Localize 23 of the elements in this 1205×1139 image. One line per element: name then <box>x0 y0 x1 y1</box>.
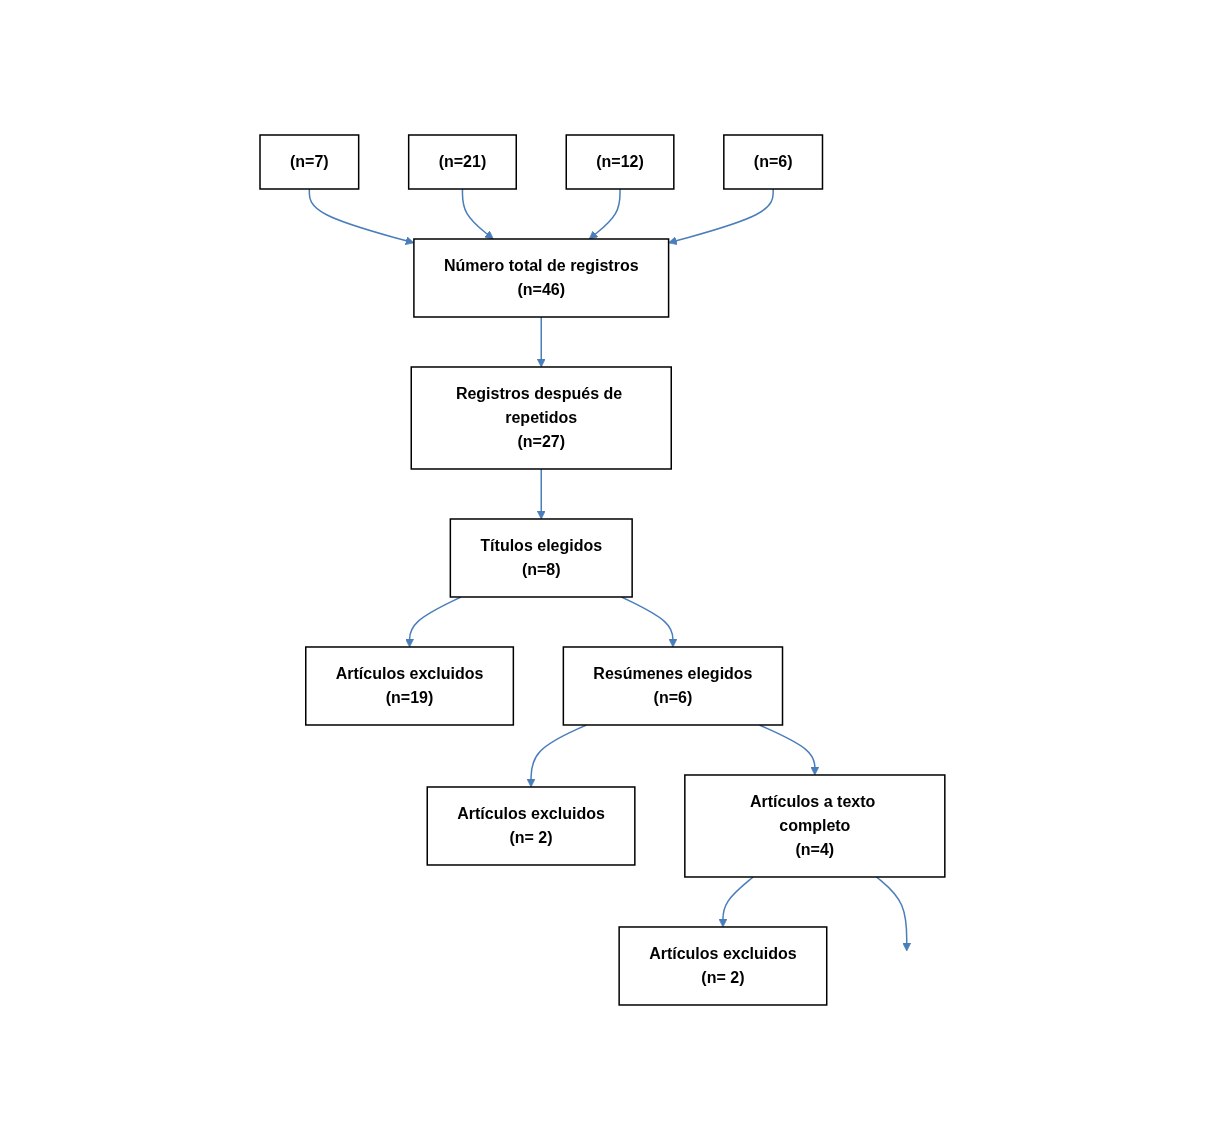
node-box: (n=7) <box>259 133 360 190</box>
node-box: Artículos excluidos (n= 2) <box>426 785 636 866</box>
node-box: Artículos excluidos (n=19) <box>305 645 515 726</box>
arrow <box>536 467 546 519</box>
arrow <box>620 595 678 647</box>
arrow <box>668 187 774 245</box>
node-box: Artículos a texto completo (n=4) <box>684 773 946 878</box>
node-box: (n=6) <box>723 133 824 190</box>
node-box: (n=12) <box>565 133 675 190</box>
node-box: Artículos excluidos (n= 2) <box>618 925 828 1006</box>
arrow <box>405 595 462 647</box>
node-box: Registros después de repetidos (n=27) <box>410 365 673 470</box>
arrow <box>526 723 588 787</box>
arrow <box>718 875 754 927</box>
arrow <box>875 875 912 951</box>
arrow <box>588 187 621 239</box>
node-box: (n=21) <box>408 133 518 190</box>
node-box: Número total de registros (n=46) <box>413 237 670 318</box>
arrow <box>461 187 494 239</box>
arrow <box>536 315 546 367</box>
arrow <box>758 723 820 775</box>
node-box: Resúmenes elegidos (n=6) <box>562 645 784 726</box>
node-box: Títulos elegidos (n=8) <box>449 517 633 598</box>
